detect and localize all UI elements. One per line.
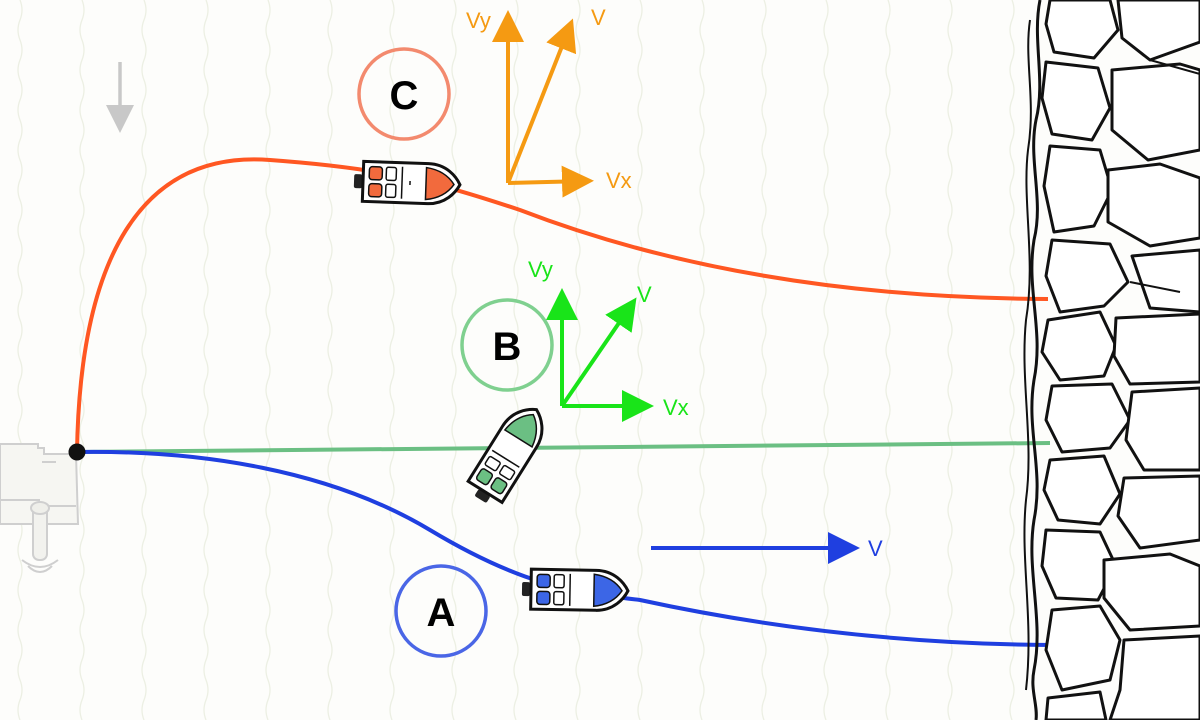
- path-b-green: [76, 441, 1051, 454]
- water-line: [699, 0, 705, 720]
- water-line: [1009, 0, 1015, 720]
- water-line: [637, 0, 643, 720]
- water-line: [451, 0, 457, 720]
- rock-wall-icon: [1023, 0, 1200, 720]
- vector-c-v: [506, 18, 577, 184]
- vector-c-vy-label: Vy: [466, 8, 491, 33]
- vectors-c: [492, 10, 594, 198]
- water-line: [761, 0, 767, 720]
- vector-c-v-label: V: [591, 5, 606, 30]
- label-b-text: B: [493, 325, 522, 369]
- water-line: [823, 0, 829, 720]
- water-line: [327, 0, 333, 720]
- boat-b-icon: [466, 407, 544, 505]
- label-circle-b: B: [460, 298, 554, 392]
- water-line: [389, 0, 395, 720]
- water-line: [203, 0, 209, 720]
- label-a-text: A: [427, 591, 456, 635]
- boat-c-icon: [353, 159, 462, 206]
- water-line: [17, 0, 23, 720]
- vector-b-v-label: V: [637, 282, 652, 307]
- water-line: [265, 0, 271, 720]
- label-circle-a: A: [394, 564, 488, 658]
- boat-a-icon: [521, 567, 630, 612]
- path-a-blue: [76, 449, 1063, 647]
- water-line: [575, 0, 581, 720]
- water-texture: [17, 0, 1015, 720]
- vector-c-vx: [507, 165, 594, 198]
- label-c-text: C: [390, 74, 419, 118]
- vector-b-v: [560, 297, 637, 408]
- dock-icon: [0, 443, 80, 573]
- vector-c-vx-label: Vx: [606, 168, 632, 193]
- water-line: [885, 0, 891, 720]
- vectors-b: [546, 288, 654, 422]
- water-line: [947, 0, 953, 720]
- water-line: [141, 0, 147, 720]
- start-point: [68, 443, 86, 461]
- water-line: [513, 0, 519, 720]
- vector-b-vy-label: Vy: [528, 257, 553, 282]
- vector-a-v-label: V: [868, 536, 883, 561]
- label-circle-c: C: [357, 47, 451, 141]
- vector-b-vx-label: Vx: [663, 395, 689, 420]
